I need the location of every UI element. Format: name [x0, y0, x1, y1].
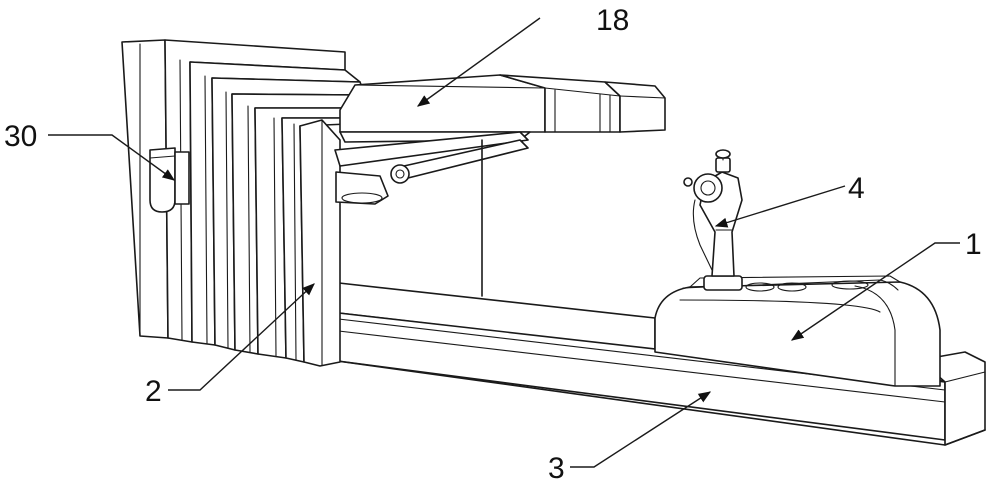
- label-3: 3: [548, 452, 565, 485]
- label-1: 1: [965, 228, 982, 261]
- label-30: 30: [4, 120, 37, 153]
- side-sensor: [150, 148, 189, 212]
- overhead-arm: [335, 75, 665, 296]
- label-18: 18: [596, 4, 629, 37]
- label-4: 4: [848, 172, 865, 205]
- label-2: 2: [145, 375, 162, 408]
